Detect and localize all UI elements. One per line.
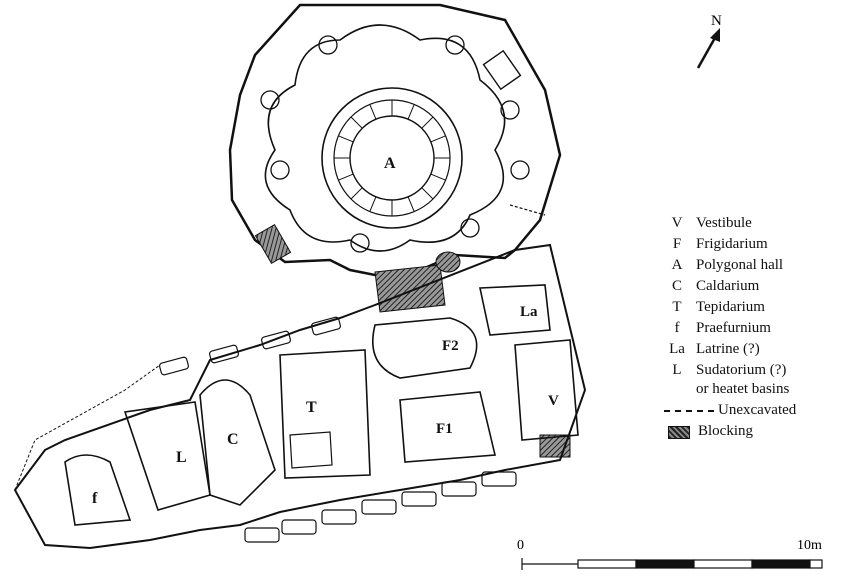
- ring-segment: [407, 196, 415, 212]
- ring-segment: [369, 104, 377, 120]
- legend-text: Vestibule: [696, 215, 752, 231]
- legend-text: Tepidarium: [696, 299, 765, 315]
- room-label-La: La: [520, 304, 538, 320]
- room-label-A: A: [384, 155, 396, 172]
- latrine-room: [479, 284, 551, 336]
- legend-text: Sudatorium (?): [696, 362, 787, 378]
- north-label: N: [711, 13, 722, 29]
- room-label-F2: F2: [442, 338, 459, 354]
- central-ring-outer: [321, 87, 463, 229]
- ring-segment: [369, 196, 377, 212]
- caldarium-room: [199, 379, 276, 506]
- legend-code: T: [672, 299, 682, 315]
- hatched-block-icon: [668, 426, 690, 439]
- legend-code: F: [672, 236, 682, 252]
- north-arrow-icon: [696, 28, 720, 69]
- vestibule-room: [514, 339, 579, 441]
- scale-bar-graphic: [521, 558, 823, 570]
- ring-segment: [350, 187, 363, 200]
- room-label-F1: F1: [436, 421, 453, 437]
- ring-segment: [350, 116, 363, 129]
- legend-item: f Praefurnium: [664, 318, 850, 339]
- ring-segment: [421, 187, 434, 200]
- legend-item: La Latrine (?): [664, 339, 850, 360]
- praefurnium-room: [64, 454, 132, 526]
- south-wall-blocks: [244, 471, 517, 543]
- ring-segment: [407, 104, 415, 120]
- hall-entry-block: [482, 49, 522, 91]
- legend-code: L: [672, 362, 682, 378]
- sudatorium-room: [123, 401, 211, 511]
- dashed-line-icon: [664, 410, 714, 421]
- legend-item: A Polygonal hall: [664, 255, 850, 276]
- legend-unexcavated: Unexcavated: [664, 400, 850, 421]
- scale-end-label: 10m: [797, 538, 822, 553]
- legend-code: V: [671, 215, 683, 231]
- ring-segment: [338, 173, 354, 181]
- legend-item: L Sudatorium (?): [664, 360, 850, 381]
- frigidarium-f1-room: [399, 391, 496, 463]
- legend-code: C: [671, 278, 682, 294]
- legend-item: F Frigidarium: [664, 234, 850, 255]
- legend-item: V Vestibule: [664, 213, 850, 234]
- legend-code: A: [671, 257, 683, 273]
- blocking-patch: [374, 264, 446, 313]
- hall-niches: [260, 35, 530, 253]
- baths-outer-wall: [13, 243, 587, 550]
- scale-bar: 0 10m: [512, 538, 832, 578]
- legend-blocking: Blocking: [664, 421, 850, 442]
- ring-segment: [338, 135, 354, 143]
- legend-item: T Tepidarium: [664, 297, 850, 318]
- room-label-T: T: [306, 399, 317, 416]
- ring-segment: [430, 173, 446, 181]
- legend-text: Frigidarium: [696, 236, 768, 252]
- legend-text: Latrine (?): [696, 341, 760, 357]
- legend-item: C Caldarium: [664, 276, 850, 297]
- room-label-C: C: [227, 431, 239, 448]
- legend-text-continuation: or heatet basins: [696, 381, 790, 397]
- unexcavated-outline: [509, 204, 546, 216]
- blocking-patch: [254, 223, 292, 265]
- legend-text: Blocking: [698, 423, 753, 439]
- legend-code: La: [669, 341, 685, 357]
- unexcavated-west: [14, 364, 161, 491]
- ring-segment: [421, 116, 434, 129]
- scale-start-label: 0: [517, 538, 524, 553]
- legend-text: Praefurnium: [696, 320, 771, 336]
- room-label-V: V: [548, 393, 559, 409]
- room-label-f: f: [92, 490, 98, 507]
- legend-text: Polygonal hall: [696, 257, 784, 273]
- tepidarium-inner-step: [289, 431, 333, 469]
- polygonal-hall-inner-lobes: [264, 24, 506, 252]
- ring-segment: [430, 135, 446, 143]
- legend-code: f: [674, 320, 680, 336]
- north-wall-blocks: [158, 316, 342, 376]
- legend-text: Unexcavated: [718, 402, 797, 418]
- legend-text: Caldarium: [696, 278, 760, 294]
- central-ring-segments: [334, 100, 450, 216]
- frigidarium-f2-room: [371, 317, 478, 379]
- room-label-L: L: [176, 449, 187, 466]
- blocking-patch: [435, 251, 461, 273]
- tepidarium-room: [279, 349, 371, 479]
